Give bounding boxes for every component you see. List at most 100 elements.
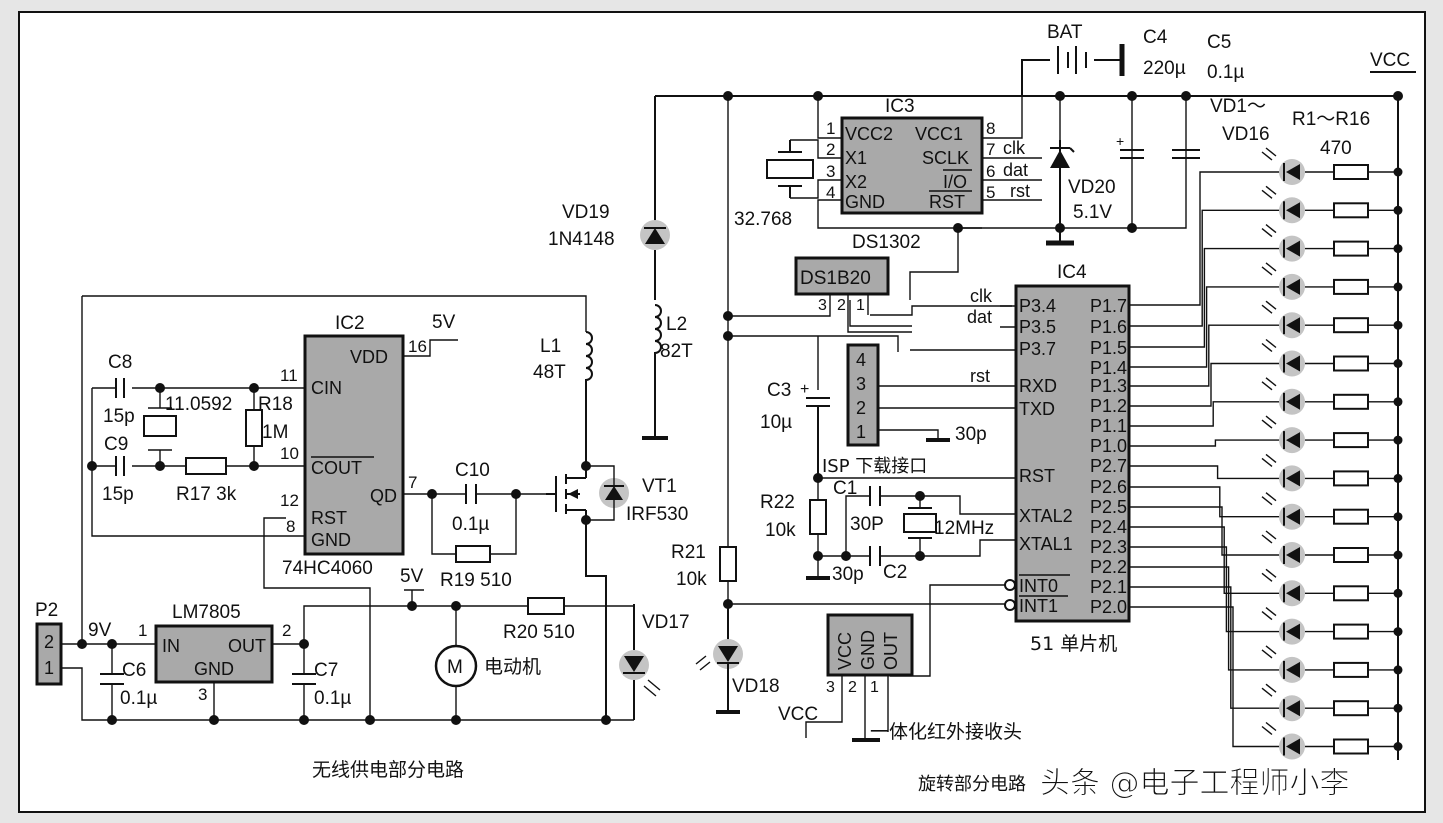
svg-text:RST: RST xyxy=(1019,466,1055,486)
ic3-label: IC3 xyxy=(885,96,915,117)
svg-text:P1.6: P1.6 xyxy=(1090,317,1127,337)
lm7805-label: LM7805 xyxy=(172,602,241,623)
light-rays-icon xyxy=(1261,568,1277,582)
led-trace xyxy=(1129,247,1280,348)
ic2-5v: 5V xyxy=(432,312,456,333)
junction-dot xyxy=(1393,665,1403,675)
led-resistor xyxy=(1333,738,1369,755)
svg-text:P1.0: P1.0 xyxy=(1090,436,1127,456)
r20-resistor xyxy=(527,597,565,615)
c9-capacitor xyxy=(115,456,125,476)
r17-resistor xyxy=(185,457,227,475)
led-resistor-array xyxy=(1129,147,1403,760)
ic3-rst-net: rst xyxy=(1010,181,1030,201)
light-rays-icon xyxy=(1261,147,1277,161)
ic2-pin-qd: QD xyxy=(370,486,397,506)
led-arrow-icon xyxy=(1286,317,1300,334)
led-resistor xyxy=(1333,700,1369,717)
svg-text:P2.6: P2.6 xyxy=(1090,477,1127,497)
r22-resistor xyxy=(809,499,827,535)
crystal-12mhz xyxy=(903,507,937,539)
motor xyxy=(434,606,478,720)
led-trace xyxy=(1129,586,1280,709)
r19-resistor xyxy=(455,545,491,563)
svg-text:P1.2: P1.2 xyxy=(1090,396,1127,416)
crystal-32768-label: 32.768 xyxy=(734,209,792,230)
ic2-74hc4060 xyxy=(303,334,405,556)
ic2-pin-gnd: GND xyxy=(311,530,351,550)
vd-range-label: VD1～ xyxy=(1210,96,1266,117)
ir-receiver xyxy=(826,613,914,677)
r21-label: R21 xyxy=(671,542,706,563)
p2-connector xyxy=(35,622,63,686)
led-trace xyxy=(1129,486,1280,518)
c10-value: 0.1µ xyxy=(452,514,489,535)
c4-value: 220µ xyxy=(1143,58,1186,79)
crystal-32768 xyxy=(766,140,814,198)
lm7805-pin1: 1 xyxy=(138,621,147,640)
ic3-pin-rst: RST xyxy=(929,192,965,212)
light-rays-icon xyxy=(1261,377,1277,391)
ic2-pin-rst: RST xyxy=(311,508,347,528)
ic3-pin5: 5 xyxy=(986,183,995,202)
ic3-pin8: 8 xyxy=(986,119,995,138)
ic3-pin-vcc2: VCC2 xyxy=(845,124,893,144)
junction-dot xyxy=(1393,244,1403,254)
ic4-left-pins: P3.4 P3.5 P3.7 RXD TXD RST XTAL2 XTAL1 I… xyxy=(1019,296,1073,616)
c10-label: C10 xyxy=(455,460,490,481)
p2-pin2: 2 xyxy=(44,632,54,652)
led-arrow-icon xyxy=(1286,470,1300,487)
ic2-label: IC2 xyxy=(335,313,365,334)
c3-plus: + xyxy=(800,381,809,398)
light-rays-icon xyxy=(1261,492,1277,506)
battery-bat xyxy=(1021,44,1125,96)
ic3-pin-x2: X2 xyxy=(845,172,867,192)
c3-capacitor xyxy=(806,397,830,478)
junction-dot xyxy=(1393,205,1403,215)
led-trace xyxy=(1129,286,1280,368)
ds1b20-label: DS1B20 xyxy=(800,268,871,289)
l2-inductor xyxy=(654,304,662,438)
svg-text:P2.3: P2.3 xyxy=(1090,537,1127,557)
led-trace xyxy=(1129,606,1280,748)
ic4-right-pins: P1.7 P1.6 P1.5 P1.4 P1.3 P1.2 P1.1 P1.0 … xyxy=(1090,296,1127,617)
junction-dot xyxy=(1393,703,1403,713)
vd17-label: VD17 xyxy=(642,612,690,633)
c8-label: C8 xyxy=(108,352,132,373)
vd20-zener xyxy=(1046,140,1075,246)
9v-label: 9V xyxy=(88,620,112,641)
r22-label: R22 xyxy=(760,492,795,513)
light-rays-icon xyxy=(1261,607,1277,621)
light-rays-icon xyxy=(1261,338,1277,353)
ds1b20-pin1: 1 xyxy=(856,297,865,314)
ic3-ds1302 xyxy=(840,116,984,215)
ic3-pin-vcc1: VCC1 xyxy=(915,124,963,144)
wireless-section-label: 无线供电部分电路 xyxy=(312,759,464,781)
ic2-pin8: 8 xyxy=(286,517,295,536)
vd19-label: VD19 xyxy=(562,202,610,223)
isp-30p: 30p xyxy=(955,424,987,445)
led-trace xyxy=(1129,506,1280,556)
led-arrow-icon xyxy=(1286,700,1300,717)
crystal-11m xyxy=(143,388,177,466)
led-resistor xyxy=(1333,661,1369,678)
ir-out: OUT xyxy=(881,632,901,670)
vt1-label: VT1 xyxy=(642,476,677,497)
ic2-pin-cin: CIN xyxy=(311,378,342,398)
ic2-pin16: 16 xyxy=(408,337,427,356)
ir-pin3: 3 xyxy=(826,679,835,696)
led-resistor xyxy=(1333,240,1369,257)
ic2-pin7: 7 xyxy=(408,473,417,492)
crystal-11m-label: 11.0592 xyxy=(165,394,232,415)
r20-label: R20 510 xyxy=(503,622,575,643)
c1-label: C1 xyxy=(833,478,857,499)
svg-text:P2.4: P2.4 xyxy=(1090,517,1127,537)
c5-value: 0.1µ xyxy=(1207,62,1244,83)
ic2-pin10: 10 xyxy=(280,444,299,463)
isp-pin1: 1 xyxy=(856,422,866,442)
svg-text:P2.5: P2.5 xyxy=(1090,497,1127,517)
ic3-pin-sclk: SCLK xyxy=(922,148,969,168)
svg-text:P2.7: P2.7 xyxy=(1090,456,1127,476)
l1-inductor xyxy=(585,331,593,466)
